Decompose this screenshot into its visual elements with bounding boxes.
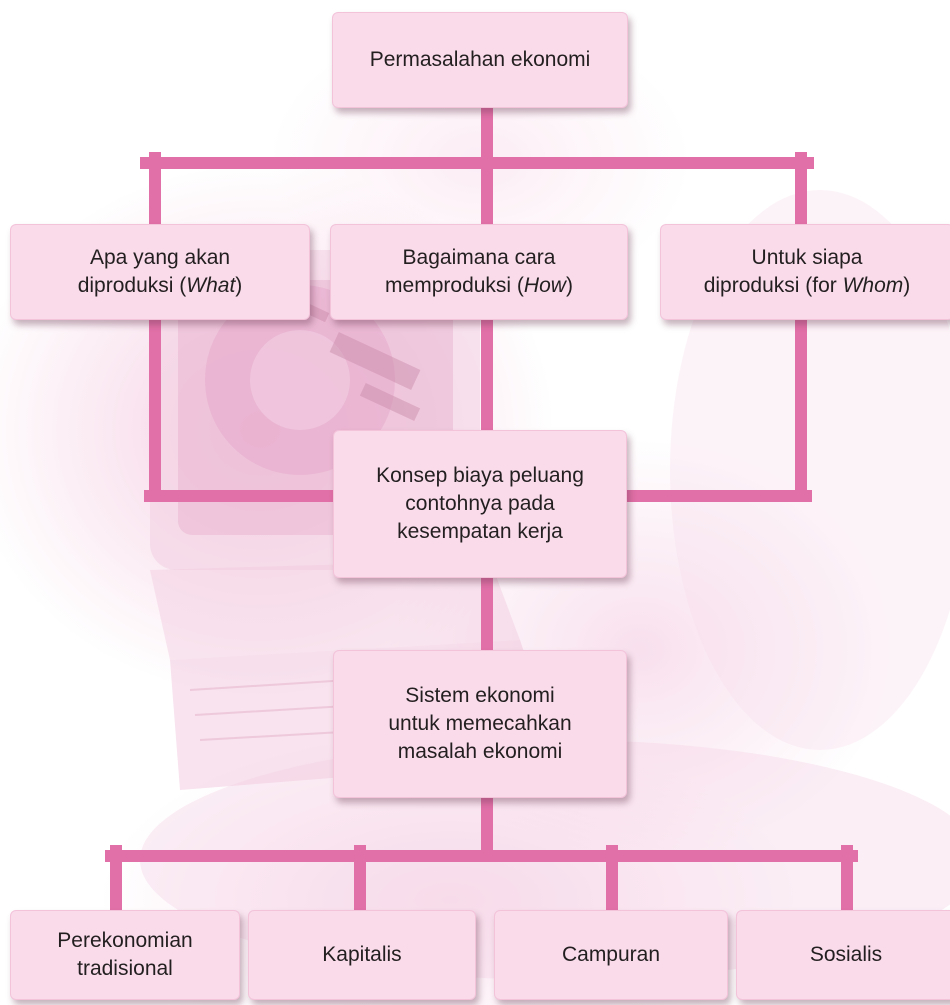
node-perekonomian-tradisional: Perekonomian tradisional xyxy=(10,910,240,1000)
node-question-what-line-1: Apa yang akan xyxy=(89,246,231,269)
node-root-permasalahan-ekonomi: Permasalahan ekonomi xyxy=(332,12,628,108)
node-question-what: Apa yang akan diproduksi (What) xyxy=(10,224,310,320)
node-kapitalis: Kapitalis xyxy=(248,910,476,1000)
node-sistem-line-3: masalah ekonomi xyxy=(397,740,563,763)
node-konsep-line-1: Konsep biaya peluang xyxy=(376,464,584,487)
node-question-whom-line-2: diproduksi (for Whom) xyxy=(703,274,911,297)
node-kapitalis-label: Kapitalis xyxy=(322,943,402,966)
node-question-how: Bagaimana cara memproduksi (How) xyxy=(330,224,628,320)
node-konsep-line-2: contohnya pada xyxy=(405,492,555,515)
node-sistem-line-2: untuk memecahkan xyxy=(388,712,572,735)
node-question-how-line-2: memproduksi (How) xyxy=(385,274,573,297)
node-question-whom: Untuk siapa diproduksi (for Whom) xyxy=(660,224,950,320)
node-campuran: Campuran xyxy=(494,910,728,1000)
node-sistem-ekonomi: Sistem ekonomi untuk memecahkan masalah … xyxy=(333,650,627,798)
node-konsep-biaya-peluang: Konsep biaya peluang contohnya pada kese… xyxy=(333,430,627,578)
node-sosialis: Sosialis xyxy=(736,910,950,1000)
node-question-how-line-1: Bagaimana cara xyxy=(402,246,556,269)
node-tradisional-line-2: tradisional xyxy=(77,957,173,980)
node-root-label: Permasalahan ekonomi xyxy=(369,48,591,71)
node-tradisional-line-1: Perekonomian xyxy=(57,929,193,952)
node-sosialis-label: Sosialis xyxy=(809,943,883,966)
node-sistem-line-1: Sistem ekonomi xyxy=(405,684,555,707)
node-konsep-line-3: kesempatan kerja xyxy=(397,520,563,543)
node-question-whom-line-1: Untuk siapa xyxy=(751,246,863,269)
node-question-what-line-2: diproduksi (What) xyxy=(77,274,243,297)
node-campuran-label: Campuran xyxy=(561,943,661,966)
